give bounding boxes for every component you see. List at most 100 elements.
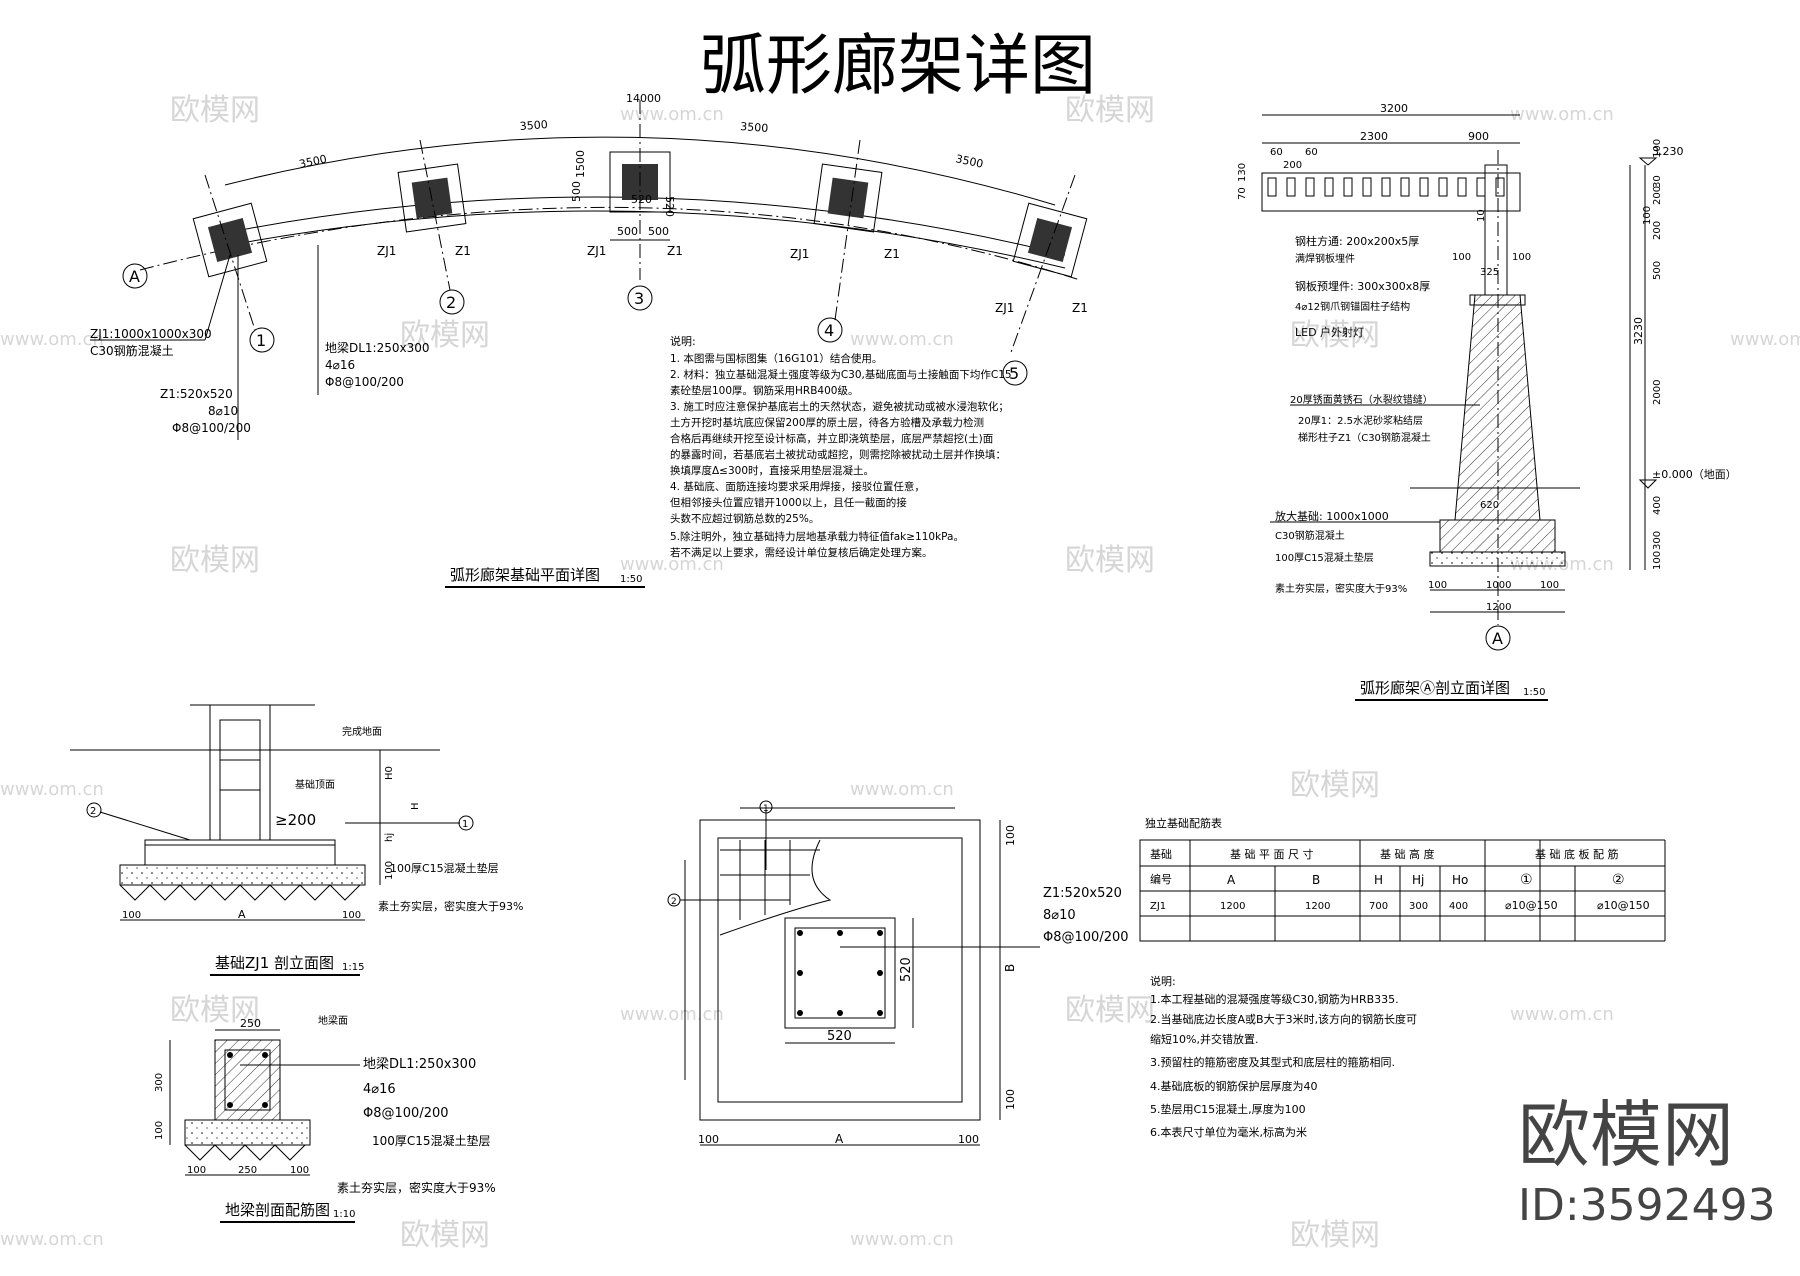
dim-span: 3500 — [954, 152, 984, 171]
svg-text:20厚1：2.5水泥砂浆粘结层: 20厚1：2.5水泥砂浆粘结层 — [1298, 414, 1423, 427]
svg-text:梯形柱子Z1（C30钢筋混凝土: 梯形柱子Z1（C30钢筋混凝土 — [1298, 431, 1431, 444]
svg-text:3230: 3230 — [1632, 317, 1645, 345]
svg-text:1.本工程基础的混凝强度等级C30,钢筋为HRB335.: 1.本工程基础的混凝强度等级C30,钢筋为HRB335. — [1150, 992, 1399, 1006]
axis-bubble-2: 2 — [439, 289, 465, 315]
zj1-note: ZJ1:1000x1000x300 — [90, 327, 212, 341]
svg-text:1200: 1200 — [1220, 901, 1245, 912]
svg-text:换填厚度Δ≤300时，直接采用垫层混凝土。: 换填厚度Δ≤300时，直接采用垫层混凝土。 — [670, 464, 874, 477]
dim-span: 3500 — [298, 152, 328, 171]
watermark-url: www.om.cn — [620, 1004, 724, 1025]
svg-text:3: 3 — [634, 289, 644, 308]
foundation-zj1-5 — [1012, 202, 1088, 278]
svg-text:A: A — [129, 267, 140, 286]
purlin — [1286, 177, 1296, 197]
svg-text:≥200: ≥200 — [275, 811, 316, 829]
svg-text:放大基础: 1000x1000: 放大基础: 1000x1000 — [1275, 509, 1389, 523]
svg-text:100: 100 — [122, 910, 141, 921]
dim-total: 14000 — [626, 92, 661, 105]
svg-text:1200: 1200 — [1305, 901, 1330, 912]
svg-text:2000: 2000 — [1652, 380, 1663, 405]
z1-note: 8⌀10 — [208, 404, 238, 418]
beam-bed — [184, 1119, 311, 1146]
svg-text:300: 300 — [1652, 531, 1663, 550]
svg-text:LED 户外射灯: LED 户外射灯 — [1295, 325, 1364, 339]
svg-text:520: 520 — [631, 193, 652, 206]
purlin — [1476, 177, 1486, 197]
rebar-table: 独立基础配筋表 基础 编号 基 础 平 面 尺 寸 基 础 高 度 基 础 底 … — [1139, 816, 1666, 942]
svg-text:4⌀16: 4⌀16 — [363, 1082, 396, 1097]
watermark-text: 欧模网 — [1290, 318, 1380, 353]
svg-text:100: 100 — [698, 1133, 719, 1146]
svg-text:520: 520 — [663, 196, 676, 217]
svg-text:B: B — [1003, 964, 1017, 972]
svg-text:250: 250 — [238, 1165, 257, 1176]
svg-text:520: 520 — [827, 1029, 852, 1044]
svg-text:素砼垫层100厚。钢筋采用HRB400级。: 素砼垫层100厚。钢筋采用HRB400级。 — [670, 384, 858, 397]
plan-caption: 弧形廊架基础平面详图 — [450, 566, 600, 584]
svg-text:A: A — [1492, 629, 1503, 648]
svg-text:30: 30 — [1652, 175, 1663, 188]
watermark-url: www.om.cn — [620, 104, 724, 125]
svg-text:2: 2 — [671, 897, 677, 907]
svg-text:4: 4 — [824, 321, 834, 340]
svg-text:6.本表尺寸单位为毫米,标高为米: 6.本表尺寸单位为毫米,标高为米 — [1150, 1125, 1307, 1139]
svg-text:60: 60 — [1305, 147, 1318, 158]
svg-text:A: A — [1227, 873, 1236, 887]
svg-text:100: 100 — [342, 910, 361, 921]
dl1-note: 地梁DL1:250x300 — [325, 340, 430, 355]
svg-text:素土夯实层，密实度大于93%: 素土夯实层，密实度大于93% — [1275, 582, 1407, 595]
svg-text:100: 100 — [154, 1121, 165, 1140]
watermark-url: www.om.cn — [1730, 329, 1800, 350]
watermark-text: 欧模网 — [400, 1218, 490, 1253]
axis-bubble-3: 3 — [627, 285, 653, 311]
svg-text:基 础 底 板 配 筋: 基 础 底 板 配 筋 — [1535, 847, 1618, 861]
rebar-grid — [719, 839, 832, 936]
svg-text:若不满足以上要求，需经设计单位复核后确定处理方案。: 若不满足以上要求，需经设计单位复核后确定处理方案。 — [670, 546, 933, 559]
svg-text:100: 100 — [1652, 551, 1663, 570]
dl1-note: Φ8@100/200 — [325, 375, 404, 389]
watermark-url: www.om.cn — [850, 779, 954, 800]
svg-text:100: 100 — [384, 861, 395, 880]
svg-text:100: 100 — [1540, 580, 1559, 591]
level-top: 3.230 — [1652, 145, 1684, 158]
svg-text:Z1: Z1 — [884, 247, 900, 261]
svg-text:100厚C15混凝土垫层: 100厚C15混凝土垫层 — [1275, 551, 1374, 564]
svg-text:1: 1 — [462, 819, 468, 830]
watermark-url: www.om.cn — [0, 1229, 104, 1250]
svg-text:900: 900 — [1468, 130, 1489, 143]
foundation-plan: A 1 2 3 4 5 14000 3500 3500 3500 3500 15… — [90, 92, 1088, 588]
section-elevation: 3200 2300 900 60 60 200 130 70 10 100 30… — [1237, 102, 1737, 701]
purlin — [1305, 177, 1315, 197]
column-520 — [784, 917, 896, 1029]
svg-text:C30钢筋混凝土: C30钢筋混凝土 — [1275, 529, 1345, 542]
svg-text:ZJ1: ZJ1 — [377, 244, 396, 258]
main-notes: 说明: 1. 本图需与国标图集（16G101）结合使用。 2. 材料：独立基础混… — [670, 334, 1012, 559]
svg-text:100: 100 — [1428, 580, 1447, 591]
drawing-title: 弧形廊架详图 — [700, 27, 1096, 104]
watermark-text: 欧模网 — [400, 318, 490, 353]
beam-section: 250 地梁面 300 100 地梁DL1:250x300 4⌀16 Φ8@10… — [154, 1014, 496, 1223]
axis-bubble-1: 1 — [249, 327, 275, 353]
svg-text:200: 200 — [1652, 221, 1663, 240]
watermark-text: 欧模网 — [170, 93, 260, 128]
svg-text:合格后再继续开挖至设计标高，并立即浇筑垫层，底层严禁超挖(土: 合格后再继续开挖至设计标高，并立即浇筑垫层，底层严禁超挖(土)面 — [670, 432, 993, 445]
watermark-text: 欧模网 — [1065, 993, 1155, 1028]
svg-text:70: 70 — [1237, 187, 1248, 200]
purlin — [1419, 177, 1429, 197]
zj1-footing — [144, 839, 336, 866]
brand-id: ID:3592493 — [1518, 1180, 1776, 1231]
svg-text:400: 400 — [1652, 496, 1663, 515]
svg-text:100: 100 — [1642, 206, 1653, 225]
z1-note: Φ8@100/200 — [172, 421, 251, 435]
svg-text:钢柱方通: 200x200x5厚: 钢柱方通: 200x200x5厚 — [1295, 234, 1419, 248]
watermarks: 欧模网 欧模网 欧模网 欧模网 欧模网 欧模网 欧模网 欧模网 欧模网 欧模网 … — [0, 93, 1800, 1253]
base-outer — [699, 819, 981, 1121]
svg-text:A: A — [238, 908, 246, 921]
zj1-caption: 基础ZJ1 剖立面图 — [215, 954, 334, 972]
plan-scale: 1:50 — [620, 574, 642, 585]
svg-text:3.预留柱的箍筋密度及其型式和底层柱的箍筋相同.: 3.预留柱的箍筋密度及其型式和底层柱的箍筋相同. — [1150, 1055, 1395, 1069]
svg-text:620: 620 — [1480, 500, 1499, 511]
svg-text:2300: 2300 — [1360, 130, 1388, 143]
elevation-caption: 弧形廊架Ⓐ剖立面详图 — [1360, 679, 1510, 697]
svg-text:头数不应超过钢筋总数的25%。: 头数不应超过钢筋总数的25%。 — [670, 512, 819, 525]
